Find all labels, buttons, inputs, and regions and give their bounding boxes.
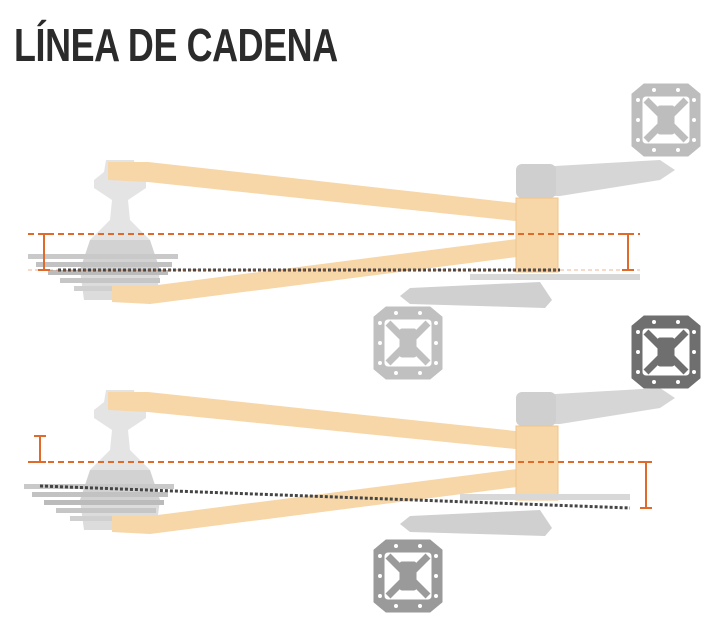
crank-arm-bottom <box>400 282 552 308</box>
crank-arm-top <box>520 388 675 424</box>
seat-stay-top <box>108 162 525 222</box>
pedal-icon <box>632 84 700 156</box>
pedal-icon <box>632 316 700 388</box>
pedal-icon <box>374 307 442 379</box>
crank-arm-top <box>520 160 675 196</box>
cassette-icon <box>24 484 174 521</box>
seat-stay-top <box>108 392 525 450</box>
chain-icon <box>39 484 631 510</box>
page-title: LÍNEA DE CADENA <box>14 19 338 71</box>
pedal-icon <box>374 540 442 612</box>
top-drivetrain <box>28 84 700 379</box>
bottom-drivetrain <box>24 316 700 612</box>
crank-arm-bottom <box>400 510 552 536</box>
chain-stay-top <box>112 468 525 534</box>
